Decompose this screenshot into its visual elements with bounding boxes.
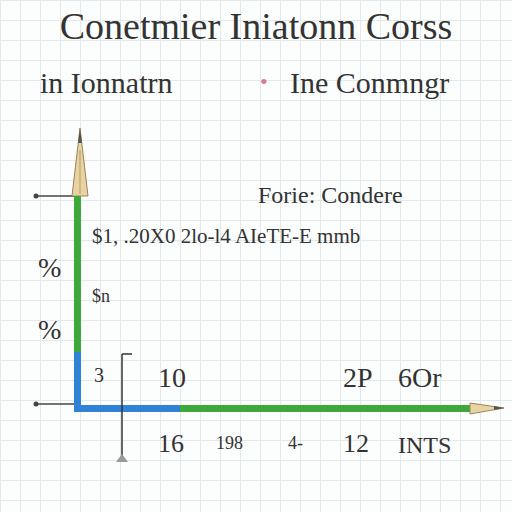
- label-slot: 10: [158, 363, 186, 394]
- marker-bracket: [122, 353, 132, 355]
- axis-tick-label: 16: [158, 430, 184, 459]
- axis-title: INTS: [398, 432, 451, 458]
- y-axis-bar: [74, 196, 81, 356]
- title-slot: Conetmier Iniatonn Corss: [0, 6, 512, 48]
- label-slot: in Ionnatrn: [40, 66, 172, 99]
- label-slot: %: [38, 253, 61, 284]
- data-text: $1, .20X0 2lo-l4 AIeTE-E mmb: [92, 225, 360, 248]
- x-axis-bar: [74, 405, 182, 412]
- chart-title: Conetmier Iniatonn Corss: [60, 6, 453, 48]
- marker-foot: [116, 454, 128, 462]
- axis-unit: %: [38, 253, 61, 284]
- label-slot: 4-: [288, 434, 303, 454]
- marker-line: [121, 354, 123, 458]
- label-slot: $n: [92, 287, 110, 307]
- data-value: 2P: [343, 363, 373, 394]
- axis-tick-label: 12: [343, 430, 369, 459]
- label-slot: Ine Conmngr: [290, 66, 449, 99]
- label-slot: 12: [343, 430, 369, 459]
- label-slot: $1, .20X0 2lo-l4 AIeTE-E mmb: [92, 225, 360, 248]
- pencil-lead: [78, 128, 82, 143]
- label-slot: 2P: [343, 363, 373, 394]
- data-value: 6Or: [398, 363, 442, 394]
- data-value: 3: [94, 364, 104, 386]
- label-slot: 6Or: [398, 363, 442, 394]
- data-value: 10: [158, 363, 186, 394]
- label-slot: %: [38, 315, 61, 346]
- pencil-tip: [72, 128, 88, 196]
- tick-dot: [34, 194, 39, 199]
- subtitle-text: in Ionnatrn: [40, 66, 172, 99]
- label-slot: 16: [158, 430, 184, 459]
- pencil-tip: [470, 403, 504, 414]
- pencil-lead: [494, 406, 504, 410]
- axis-tick-label: 4-: [288, 434, 303, 454]
- tick-dot: [34, 402, 39, 407]
- label-slot: Forie: Condere: [258, 182, 403, 208]
- label-slot: INTS: [398, 432, 451, 458]
- label-slot: 3: [94, 364, 104, 386]
- subtitle-dot: •: [260, 70, 268, 94]
- data-text: $n: [92, 287, 110, 307]
- axis-tick-label: 198: [216, 434, 243, 454]
- tick-line: [36, 195, 74, 197]
- axis-unit: %: [38, 315, 61, 346]
- tick-line: [36, 403, 74, 405]
- label-slot: •: [260, 70, 268, 94]
- subtitle-text: Ine Conmngr: [290, 66, 449, 99]
- chart-heading: Forie: Condere: [258, 182, 403, 208]
- label-slot: 198: [216, 434, 243, 454]
- pencil-grain: [80, 150, 81, 194]
- y-axis-bar: [74, 352, 81, 412]
- x-axis-bar: [180, 405, 472, 412]
